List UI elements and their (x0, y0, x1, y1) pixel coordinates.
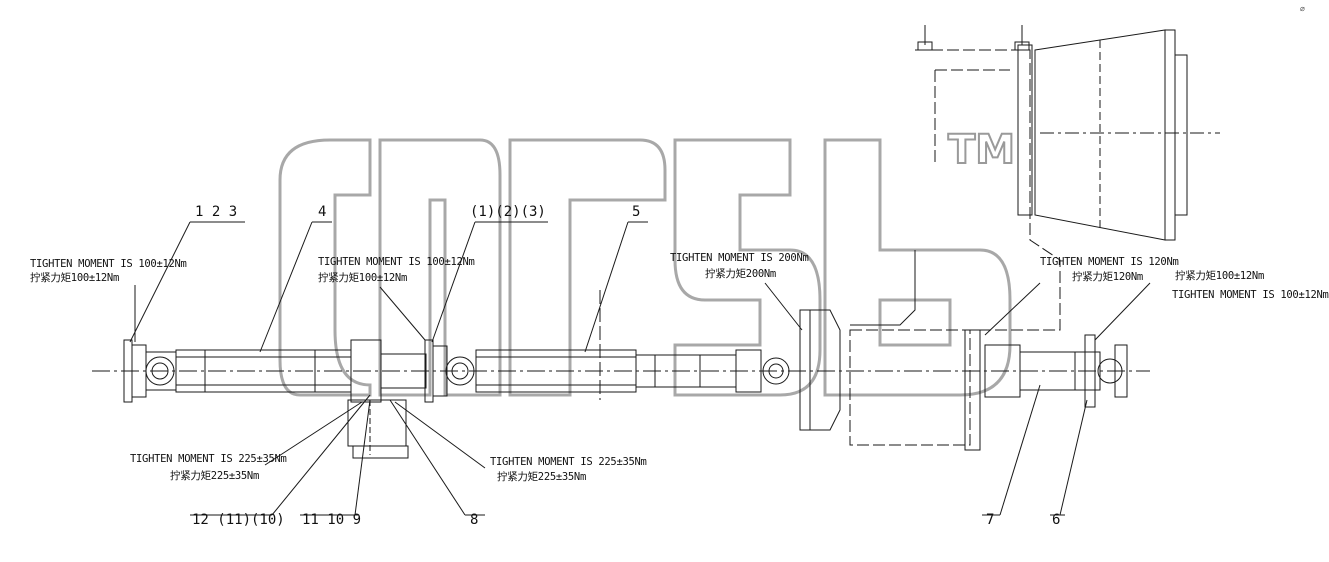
note-3-cn: 拧紧力矩200Nm (705, 268, 776, 280)
watermark-logo (278, 138, 1012, 397)
leader-12 (271, 394, 371, 516)
note-6-en: TIGHTEN MOMENT IS 225±35Nm (130, 453, 287, 465)
callout-1-2-3-paren: (1)(2)(3) (470, 204, 546, 220)
gearbox-flange (799, 309, 811, 431)
note-1-en: TIGHTEN MOMENT IS 100±12Nm (30, 258, 187, 270)
note-4-cn: 拧紧力矩120Nm (1072, 271, 1143, 283)
note-2-en: TIGHTEN MOMENT IS 100±12Nm (318, 256, 475, 268)
leader-8 (389, 399, 466, 516)
leader-6 (1059, 399, 1088, 516)
note-5-en: TIGHTEN MOMENT IS 100±12Nm (1172, 289, 1329, 301)
callout-5: 5 (632, 204, 641, 220)
note-6-cn: 拧紧力矩225±35Nm (170, 470, 259, 482)
short-shaft-u-joint (1097, 358, 1123, 384)
callout-6: 6 (1052, 512, 1061, 528)
note-4-en: TIGHTEN MOMENT IS 120Nm (1040, 256, 1179, 268)
gearbox-housing (849, 329, 971, 446)
output-flange (1084, 334, 1096, 408)
watermark-tm: TM (947, 127, 1016, 173)
leader-4 (259, 221, 313, 353)
note-2-cn: 拧紧力矩100±12Nm (318, 272, 407, 284)
callout-12-11-10: 12 (11)(10) (192, 512, 285, 528)
leader-123p (431, 221, 476, 343)
callout-4: 4 (318, 204, 327, 220)
corner-mark: ⌀ (1300, 4, 1305, 13)
leader-7 (999, 384, 1041, 516)
leader-11109 (354, 399, 371, 516)
callout-7: 7 (986, 512, 995, 528)
note-7-cn: 拧紧力矩225±35Nm (497, 471, 586, 483)
callout-11-10-9: 11 10 9 (302, 512, 362, 528)
note-7-en: TIGHTEN MOMENT IS 225±35Nm (490, 456, 647, 468)
right-u-joint (762, 357, 790, 385)
note-5-cn: 拧紧力矩100±12Nm (1175, 270, 1264, 282)
note-3-en: TIGHTEN MOMENT IS 200Nm (670, 252, 809, 264)
callout-8: 8 (470, 512, 479, 528)
note-1-cn: 拧紧力矩100±12Nm (30, 272, 119, 284)
callout-1-2-3: 1 2 3 (195, 204, 238, 220)
leader-5 (584, 221, 629, 353)
middle-u-joint (445, 356, 475, 386)
leader-1 (129, 221, 191, 343)
